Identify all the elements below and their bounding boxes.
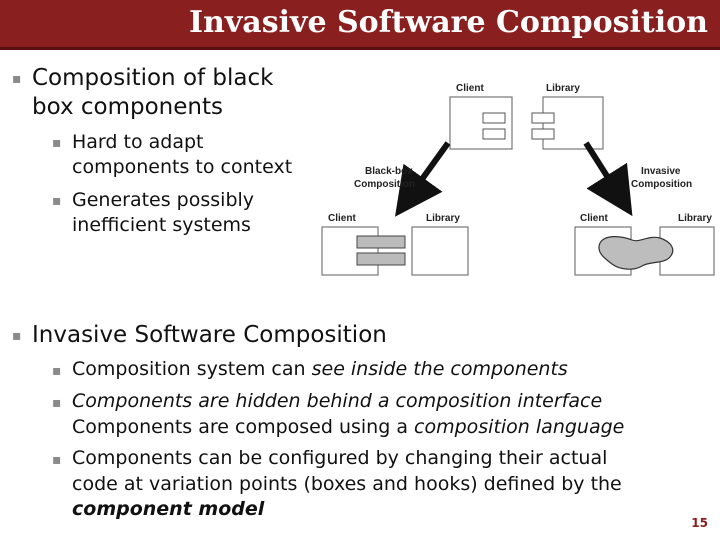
bullet-marker: ▪: [12, 328, 22, 344]
bullet-marker: ▪: [52, 135, 62, 151]
bullet-marker: ▪: [52, 452, 62, 468]
sub-bullet-see-inside-emphasis: see inside the components: [311, 358, 568, 380]
slide-title: Invasive Software Composition: [189, 5, 708, 40]
sub-bullet-see-inside-text: Composition system can: [72, 358, 312, 380]
sub-bullet-see-inside: Composition system can see inside the co…: [72, 357, 568, 381]
bullet-marker: ▪: [52, 363, 62, 379]
page-number: 15: [691, 516, 708, 530]
invasive-label: Invasive: [641, 166, 681, 177]
bullet-invasive: Invasive Software Composition: [32, 322, 387, 348]
left-library-box: [411, 226, 469, 276]
invasive-arrow: [583, 141, 633, 217]
top-client-label: Client: [456, 83, 484, 94]
top-client-component: [482, 112, 506, 124]
bullet-blackbox: Composition of black: [32, 65, 274, 91]
title-bar: Invasive Software Composition: [0, 0, 720, 50]
left-client-label: Client: [328, 213, 356, 224]
sub-bullet-configured-line2: code at variation points (boxes and hook…: [72, 473, 622, 495]
left-composed-component: [356, 252, 406, 266]
left-library-label: Library: [426, 213, 460, 224]
top-library-component: [531, 112, 555, 124]
sub-bullet-hard-to-adapt-line2: components to context: [72, 156, 293, 178]
invasive-label-line2: Composition: [631, 179, 692, 190]
sub-bullet-composed-text: Components are composed using a: [72, 416, 415, 438]
sub-bullet-hidden: Components are hidden behind a compositi…: [72, 390, 603, 412]
bullet-marker: ▪: [52, 395, 62, 411]
merged-component-blob: [598, 236, 674, 270]
sub-bullet-inefficient-line2: inefficient systems: [72, 214, 251, 236]
top-library-component: [531, 128, 555, 140]
sub-bullet-composed: Components are composed using a composit…: [72, 415, 624, 439]
title-bar-accent: [0, 47, 720, 50]
sub-bullet-hard-to-adapt: Hard to adapt: [72, 131, 204, 153]
bullet-marker: ▪: [12, 71, 22, 87]
sub-bullet-configured: Components can be configured by changing…: [72, 447, 608, 469]
top-library-label: Library: [546, 83, 580, 94]
right-library-label: Library: [678, 213, 712, 224]
left-composed-component: [356, 235, 406, 249]
composition-diagram: Client Library Black-box Composition Inv…: [321, 83, 715, 276]
blackbox-label: Black-box: [365, 166, 413, 177]
bullet-marker: ▪: [52, 193, 62, 209]
blackbox-label-line2: Composition: [354, 179, 415, 190]
top-client-component: [482, 128, 506, 140]
left-client-box: [321, 226, 379, 276]
right-client-label: Client: [580, 213, 608, 224]
blackbox-arrow: [394, 141, 451, 217]
bullet-blackbox-line2: box components: [32, 94, 223, 120]
sub-bullet-component-model: component model: [72, 498, 265, 520]
sub-bullet-inefficient: Generates possibly: [72, 189, 255, 211]
sub-bullet-composed-emphasis: composition language: [414, 416, 625, 438]
